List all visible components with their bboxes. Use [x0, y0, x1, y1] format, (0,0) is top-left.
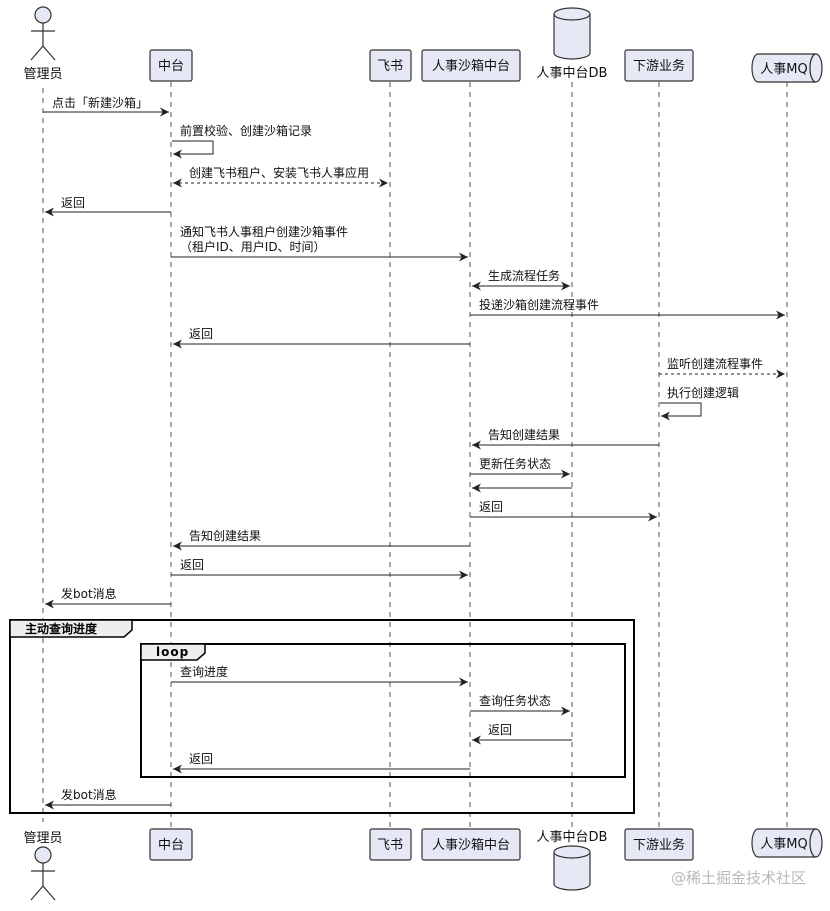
participant-feishu-bottom-label: 飞书	[377, 838, 403, 853]
msg-9-label: 监听创建流程事件	[667, 356, 763, 371]
participant-downstream-top: 下游业务	[624, 49, 694, 82]
msg-7-label: 投递沙箱创建流程事件	[479, 297, 599, 312]
database-db-label: 人事中台DB	[537, 66, 608, 81]
queue-mq-top: 人事MQ	[751, 53, 823, 83]
actor-admin-bottom-label: 管理员	[23, 831, 62, 846]
participant-feishu-bottom: 飞书	[369, 828, 412, 861]
participant-feishu-label: 飞书	[377, 59, 403, 74]
participant-downstream-bottom-label: 下游业务	[633, 837, 685, 853]
msg-15-label: 告知创建结果	[189, 529, 261, 543]
msg-17-label: 发bot消息	[61, 586, 117, 601]
frame-loop: loop	[140, 643, 626, 778]
msg-21-label: 返回	[189, 752, 213, 766]
participant-platform-bottom: 中台	[149, 828, 193, 861]
msg-11-label: 告知创建结果	[488, 428, 560, 442]
participant-platform-bottom-label: 中台	[158, 838, 184, 853]
participant-feishu-top: 飞书	[369, 49, 412, 82]
participant-sandbox-top: 人事沙箱中台	[421, 49, 521, 82]
msg-22-label: 发bot消息	[61, 787, 117, 802]
msg-19-label: 查询任务状态	[479, 693, 551, 708]
msg-16-label: 返回	[180, 558, 204, 572]
database-db-top: 人事中台DB	[537, 7, 608, 81]
msg-2-arrow	[172, 140, 214, 159]
participant-downstream-label: 下游业务	[633, 58, 685, 74]
watermark: @稀土掘金技术社区	[671, 869, 806, 887]
frame-active-query: 主动查询进度	[9, 619, 635, 814]
msg-10-label: 执行创建逻辑	[667, 386, 739, 400]
msg-20-label: 返回	[488, 723, 512, 737]
participant-platform-top: 中台	[149, 49, 193, 82]
msg-5-label-line1: 通知飞书人事租户创建沙箱事件	[180, 224, 348, 239]
database-db-bottom-label: 人事中台DB	[537, 830, 608, 845]
participant-sandbox-bottom: 人事沙箱中台	[421, 828, 521, 861]
participant-sandbox-label: 人事沙箱中台	[432, 58, 510, 74]
database-db-bottom: 人事中台DB	[537, 830, 608, 891]
queue-mq-label: 人事MQ	[760, 62, 807, 77]
participant-platform-label: 中台	[158, 59, 184, 74]
participant-downstream-bottom: 下游业务	[624, 828, 694, 861]
msg-12-label: 更新任务状态	[479, 456, 551, 471]
queue-mq-bottom-label: 人事MQ	[760, 837, 807, 852]
msg-4-label: 返回	[61, 196, 85, 210]
actor-admin-top: 管理员	[23, 6, 63, 82]
msg-14-label: 返回	[479, 500, 503, 514]
frame-active-query-label: 主动查询进度	[25, 621, 98, 636]
queue-mq-bottom: 人事MQ	[751, 828, 823, 858]
msg-8-label: 返回	[189, 327, 213, 341]
participant-sandbox-bottom-label: 人事沙箱中台	[432, 837, 510, 853]
msg-10-arrow	[660, 402, 702, 421]
msg-3-label: 创建飞书租户、安装飞书人事应用	[189, 165, 369, 180]
frame-loop-label: loop	[156, 645, 189, 659]
actor-admin-bottom: 管理员	[23, 831, 63, 901]
msg-5-label-line2: （租户ID、用户ID、时间）	[180, 239, 326, 254]
msg-18-label: 查询进度	[180, 664, 228, 679]
actor-admin-label: 管理员	[23, 67, 62, 82]
msg-2-label: 前置校验、创建沙箱记录	[180, 123, 312, 138]
msg-1-label: 点击「新建沙箱」	[52, 95, 148, 110]
msg-6-label: 生成流程任务	[488, 268, 560, 283]
